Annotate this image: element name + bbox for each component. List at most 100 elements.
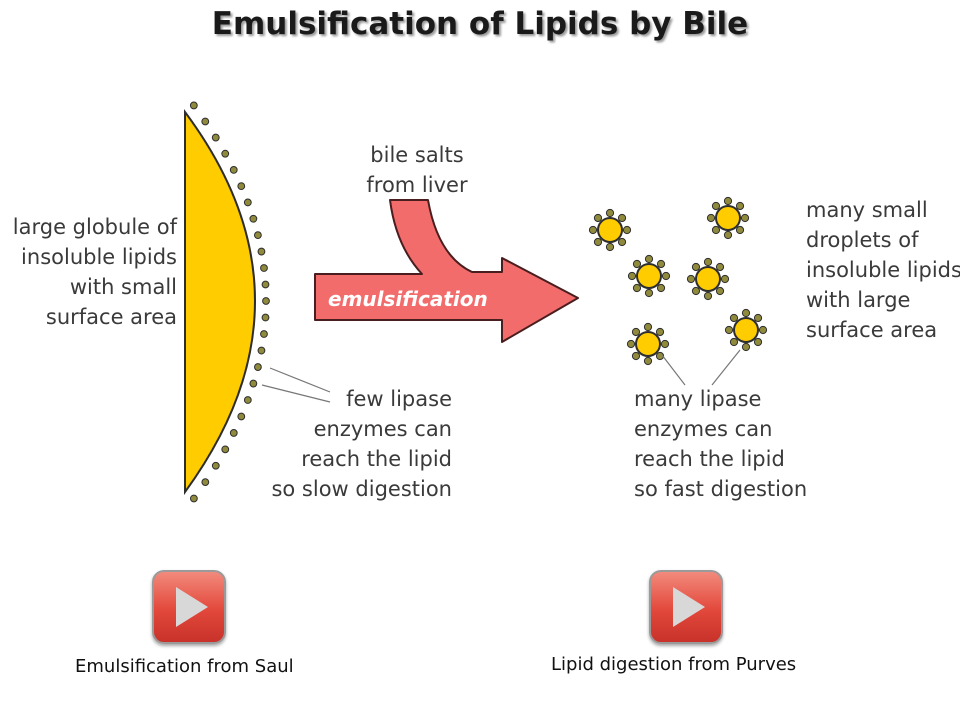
lipase-enzyme bbox=[260, 330, 268, 338]
label-line: bile salts bbox=[370, 143, 464, 167]
lipid-droplet bbox=[686, 257, 730, 301]
lipase-enzyme bbox=[261, 313, 270, 322]
lipase-enzyme bbox=[254, 363, 262, 371]
label-line: with large bbox=[806, 288, 911, 312]
lipase-enzyme bbox=[588, 225, 598, 235]
droplet-core bbox=[715, 205, 741, 231]
small-droplets bbox=[588, 196, 768, 366]
lipid-droplet bbox=[588, 208, 632, 252]
lipase-enzyme bbox=[262, 297, 270, 305]
lipase-enzyme bbox=[686, 274, 696, 284]
lipase-enzyme bbox=[723, 196, 733, 206]
droplet-core bbox=[597, 217, 623, 243]
droplet-core bbox=[733, 317, 759, 343]
emulsification-arrow bbox=[314, 199, 579, 343]
lipase-enzyme bbox=[254, 231, 262, 240]
label-line: many lipase bbox=[634, 387, 762, 411]
droplet-core bbox=[635, 331, 661, 357]
play-icon bbox=[176, 587, 208, 627]
lipase-enzyme bbox=[660, 339, 670, 349]
lipase-enzyme bbox=[706, 213, 716, 223]
large-lipid-globule bbox=[184, 108, 256, 496]
large-globule-enzymes bbox=[189, 101, 270, 503]
pointer-line bbox=[261, 384, 331, 403]
label-line: reach the lipid bbox=[301, 447, 452, 471]
lipase-enzyme bbox=[655, 351, 665, 361]
label-line: surface area bbox=[45, 305, 177, 329]
lipase-enzyme bbox=[703, 291, 713, 301]
lipase-enzyme bbox=[632, 283, 642, 293]
label-line: surface area bbox=[806, 318, 938, 342]
lipase-enzyme bbox=[711, 225, 721, 235]
lipase-enzyme bbox=[617, 237, 627, 247]
lipase-enzyme bbox=[643, 322, 653, 332]
lipase-enzyme bbox=[691, 286, 701, 296]
play-icon bbox=[673, 587, 705, 627]
lipid-droplet bbox=[724, 308, 768, 352]
lipase-enzyme bbox=[632, 259, 642, 269]
lipase-enzyme bbox=[626, 339, 636, 349]
lipase-enzyme bbox=[593, 213, 603, 223]
lipase-enzyme bbox=[261, 280, 270, 289]
label-line: insoluble lipids bbox=[21, 245, 177, 269]
droplet-core bbox=[695, 266, 721, 292]
lipase-enzyme bbox=[631, 327, 641, 337]
lipase-enzyme bbox=[617, 213, 627, 223]
label-line: so fast digestion bbox=[634, 477, 808, 501]
video-caption-purves: Lipid digestion from Purves bbox=[551, 654, 797, 675]
many-lipase-label: many lipase enzymes can reach the lipid … bbox=[634, 384, 834, 504]
play-lipid-digestion-video-button[interactable] bbox=[649, 570, 723, 644]
page-title: Emulsification of Lipids by Bile bbox=[211, 6, 749, 42]
lipase-enzyme bbox=[249, 379, 258, 388]
lipid-droplet bbox=[627, 254, 671, 298]
label-line: enzymes can bbox=[634, 417, 773, 441]
lipase-enzyme bbox=[691, 262, 701, 272]
lipase-enzyme bbox=[260, 264, 268, 272]
large-globule-label: large globule of insoluble lipids with s… bbox=[5, 212, 177, 332]
lipase-enzyme bbox=[605, 242, 615, 252]
lipase-enzyme bbox=[715, 262, 725, 272]
lipase-enzyme bbox=[644, 254, 654, 264]
lipase-enzyme bbox=[741, 342, 751, 352]
lipase-enzyme bbox=[711, 201, 721, 211]
lipase-enzyme bbox=[724, 325, 734, 335]
label-line: from liver bbox=[366, 173, 468, 197]
lipase-enzyme bbox=[627, 271, 637, 281]
lipase-enzyme bbox=[735, 225, 745, 235]
lipase-enzyme bbox=[723, 230, 733, 240]
lipase-enzyme bbox=[631, 351, 641, 361]
label-line: so slow digestion bbox=[271, 477, 452, 501]
label-line: many small bbox=[806, 198, 928, 222]
lipase-enzyme bbox=[201, 117, 210, 126]
lipase-enzyme bbox=[243, 198, 252, 207]
lipase-enzyme bbox=[661, 271, 671, 281]
lipase-enzyme bbox=[622, 225, 632, 235]
lipid-droplet bbox=[706, 196, 750, 240]
lipase-enzyme bbox=[715, 286, 725, 296]
bile-salts-label: bile salts from liver bbox=[352, 140, 482, 200]
lipase-enzyme bbox=[643, 356, 653, 366]
label-line: with small bbox=[69, 275, 177, 299]
lipase-enzyme bbox=[257, 346, 266, 355]
lipase-enzyme bbox=[753, 313, 763, 323]
lipase-enzyme bbox=[703, 257, 713, 267]
lipase-enzyme bbox=[221, 445, 230, 454]
droplet-core bbox=[636, 263, 662, 289]
pointer-line bbox=[269, 367, 331, 393]
lipase-enzyme bbox=[656, 259, 666, 269]
lipase-enzyme bbox=[605, 208, 615, 218]
lipase-enzyme bbox=[729, 337, 739, 347]
label-line: enzymes can bbox=[313, 417, 452, 441]
play-emulsification-video-button[interactable] bbox=[152, 570, 226, 644]
lipase-enzyme bbox=[720, 274, 730, 284]
video-caption-saul: Emulsification from Saul bbox=[75, 656, 294, 677]
lipase-enzyme bbox=[243, 396, 252, 404]
emulsification-label: emulsification bbox=[328, 287, 488, 311]
label-line: few lipase bbox=[346, 387, 452, 411]
lipase-enzyme bbox=[211, 133, 220, 142]
lipase-enzyme bbox=[249, 214, 258, 223]
lipase-enzyme bbox=[758, 325, 768, 335]
pointer-line bbox=[711, 349, 741, 386]
lipase-enzyme bbox=[237, 182, 246, 191]
